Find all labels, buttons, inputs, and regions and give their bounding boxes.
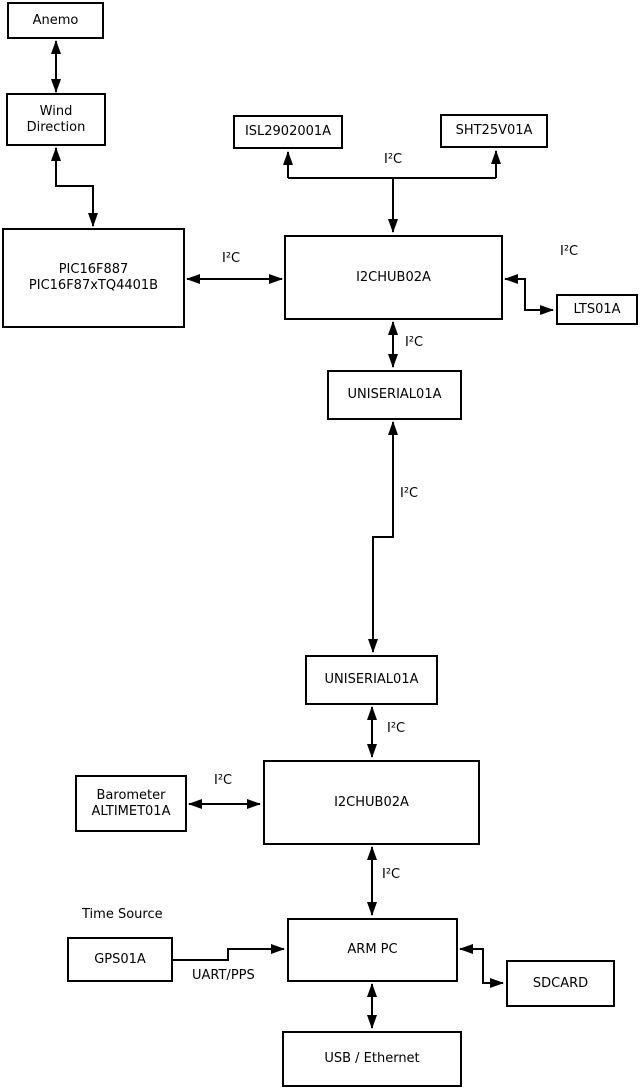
- edge-label-i2c-hub2-armpc: I²C: [382, 867, 401, 882]
- node-sht-humidity-sensor: SHT25V01A: [440, 114, 548, 148]
- node-lts-sensor: LTS01A: [556, 294, 638, 325]
- node-i2c-hub-bottom: I2CHUB02A: [263, 760, 480, 845]
- connector-hub1-lts: [504, 274, 554, 315]
- edge-label-i2c-pic-hub: I²C: [222, 251, 241, 266]
- connector-uniserial1-uniserial2: [368, 421, 398, 653]
- connector-wind-pic: [51, 147, 98, 227]
- node-pic-microcontroller: PIC16F887 PIC16F87xTQ4401B: [2, 228, 185, 328]
- node-arm-pc: ARM PC: [287, 918, 458, 982]
- node-barometer: Barometer ALTIMET01A: [75, 775, 187, 832]
- node-uniserial-top: UNISERIAL01A: [327, 370, 462, 420]
- node-isl-light-sensor: ISL2902001A: [233, 115, 343, 149]
- connector-gps-armpc: [173, 944, 285, 961]
- node-i2c-hub-top: I2CHUB02A: [284, 235, 503, 320]
- node-usb-ethernet: USB / Ethernet: [282, 1031, 462, 1087]
- node-gps: GPS01A: [67, 937, 173, 982]
- edge-label-i2c-hub-lts: I²C: [560, 244, 579, 259]
- connector-armpc-sdcard: [459, 944, 504, 988]
- node-anemometer: Anemo: [7, 2, 104, 39]
- edge-label-i2c-uniserial-hub2: I²C: [387, 721, 406, 736]
- edge-label-i2c-hub-uniserial: I²C: [405, 335, 424, 350]
- edge-label-i2c-barometer-hub2: I²C: [214, 773, 233, 788]
- edge-label-uart-pps: UART/PPS: [192, 968, 255, 983]
- edge-label-i2c-sensor-bus: I²C: [384, 152, 403, 167]
- node-sdcard: SDCARD: [506, 960, 615, 1007]
- caption-time-source: Time Source: [82, 907, 163, 922]
- node-uniserial-bottom: UNISERIAL01A: [305, 655, 438, 705]
- edge-label-i2c-uniserial-link: I²C: [400, 486, 419, 501]
- node-wind-direction: Wind Direction: [6, 93, 106, 146]
